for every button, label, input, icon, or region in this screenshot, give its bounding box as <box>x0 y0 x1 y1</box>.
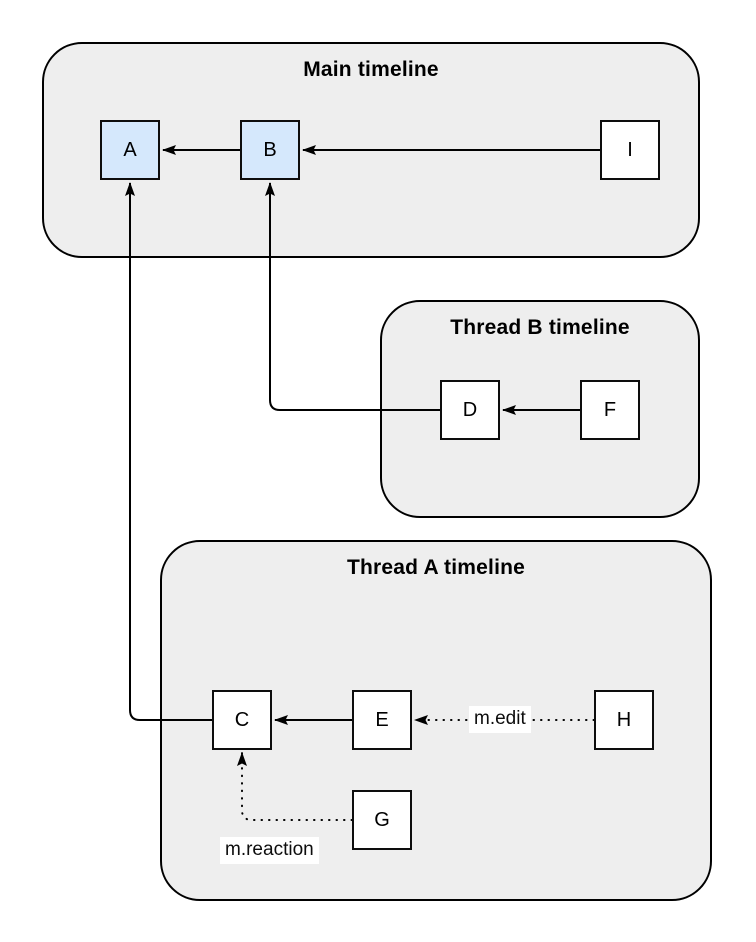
node-C: C <box>212 690 272 750</box>
node-label: A <box>123 138 137 161</box>
node-B: B <box>240 120 300 180</box>
container-thread-b-timeline: Thread B timeline <box>380 300 700 518</box>
node-G: G <box>352 790 412 850</box>
node-label: H <box>616 708 632 731</box>
node-label: I <box>627 138 633 161</box>
container-title-thread-a-timeline: Thread A timeline <box>346 556 526 579</box>
edge-label-m-edit: m.edit <box>469 706 531 733</box>
node-H: H <box>594 690 654 750</box>
node-label: G <box>374 808 390 831</box>
node-I: I <box>600 120 660 180</box>
node-E: E <box>352 690 412 750</box>
node-label: D <box>462 398 478 421</box>
container-title-thread-b-timeline: Thread B timeline <box>450 316 630 339</box>
container-title-main-timeline: Main timeline <box>303 58 439 81</box>
node-label: E <box>375 708 389 731</box>
node-F: F <box>580 380 640 440</box>
node-label: C <box>234 708 250 731</box>
node-label: B <box>263 138 277 161</box>
node-D: D <box>440 380 500 440</box>
node-label: F <box>603 398 617 421</box>
edge-label-m-reaction: m.reaction <box>220 837 319 864</box>
node-A: A <box>100 120 160 180</box>
